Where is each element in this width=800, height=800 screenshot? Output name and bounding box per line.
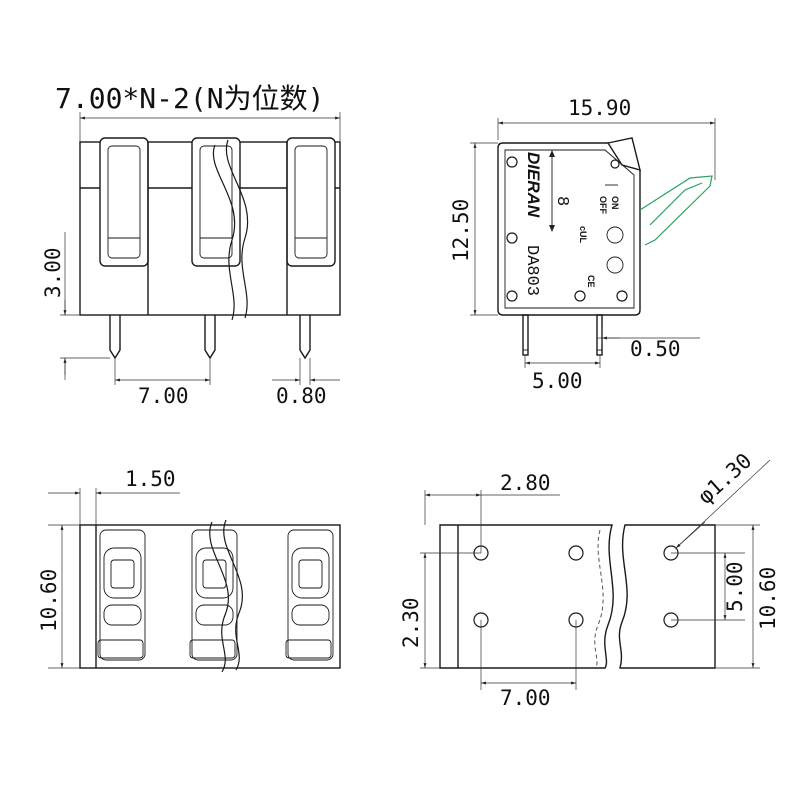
front-slot	[99, 137, 149, 267]
side-view: 15.90 12.50 DIERAN DA803 8 ON OFF	[449, 96, 716, 393]
dim-side-pin-spacing: 5.00	[532, 369, 583, 393]
pin	[299, 315, 311, 360]
dim-pcb-row-pitch: 5.00	[723, 561, 747, 612]
top-housing	[79, 524, 341, 669]
dim-pin-length: 3.00	[41, 247, 65, 298]
front-view: 3.00 7.00 0.80	[41, 112, 341, 408]
dim-top-depth: 10.60	[37, 569, 61, 632]
pcb-layout-view: 2.80 φ1.30 2.30 5.00 10.60 7.00	[399, 449, 780, 710]
front-slot	[191, 137, 241, 267]
ul-mark-icon: cUL	[578, 226, 588, 244]
pcb-hole	[568, 545, 584, 561]
pin	[109, 315, 121, 360]
dim-pcb-pitch: 7.00	[500, 686, 551, 710]
eight-symbol: 8	[552, 196, 571, 206]
pcb-outline-left	[439, 524, 614, 669]
cqc-mark-icon	[606, 226, 624, 244]
pin	[204, 315, 216, 360]
ce-mark-icon: CE	[586, 275, 596, 288]
top-slot	[285, 529, 334, 661]
dim-side-height: 12.50	[449, 199, 473, 262]
lever-open-position	[639, 175, 713, 246]
tuv-mark-icon	[606, 256, 624, 274]
dim-side-width: 15.90	[568, 96, 631, 120]
switch-off-label: OFF	[598, 196, 608, 214]
model-text: DA803	[522, 245, 541, 296]
switch-on-label: ON	[610, 196, 620, 210]
drawing-title: 7.00*N-2(N为位数)	[55, 82, 324, 115]
dim-pcb-depth: 10.60	[756, 567, 780, 630]
svg-text:cUL: cUL	[578, 226, 588, 244]
side-housing	[497, 142, 641, 316]
dim-pin-thickness: 0.50	[630, 337, 681, 361]
dim-pcb-row-offset: 2.30	[399, 597, 423, 648]
top-slot	[97, 529, 146, 661]
dim-pin-width: 0.80	[276, 384, 327, 408]
brand-text: DIERAN	[524, 152, 543, 218]
dim-top-offset: 1.50	[125, 467, 176, 491]
dim-hole-diameter: φ1.30	[693, 449, 756, 509]
top-view: 1.50 10.60	[37, 467, 341, 673]
top-slot	[189, 529, 238, 661]
front-slot	[286, 137, 336, 267]
dim-pitch: 7.00	[138, 384, 189, 408]
pcb-outline-right	[618, 524, 716, 669]
dim-pcb-x-offset: 2.80	[500, 471, 551, 495]
